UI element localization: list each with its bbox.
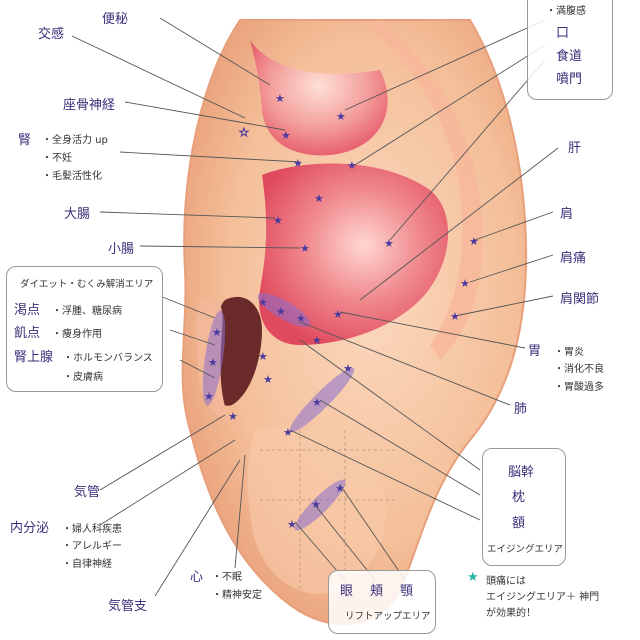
lift-box-title: リフトアップエリア — [345, 611, 431, 622]
label-kikan: 気管 — [74, 485, 101, 500]
star: ★ — [314, 192, 324, 205]
star: ★ — [258, 350, 268, 363]
star: ★ — [300, 242, 310, 255]
star: ★ — [384, 237, 394, 250]
label-shin-2: ・精神安定 — [212, 590, 262, 601]
label-jinjosen: 腎上腺 — [14, 350, 54, 365]
note-star-icon: ★ — [467, 570, 479, 585]
label-jin-item-1: ・全身活力 up — [42, 135, 108, 146]
box-lift — [328, 570, 436, 634]
label-hoho: 頬 — [370, 584, 384, 599]
label-manpukukan: ・満腹感 — [546, 6, 586, 17]
label-jin-item-3: ・毛髪活性化 — [42, 171, 102, 182]
aging-box-title: エイジングエリア — [487, 544, 564, 555]
star: ★ — [343, 362, 353, 375]
label-katten-desc: ・浮腫、糖尿病 — [52, 306, 122, 317]
star: ★ — [460, 277, 470, 290]
star: ★ — [312, 334, 322, 347]
label-naibunpitsu-2: ・アレルギー — [62, 541, 122, 552]
star: ★ — [228, 410, 238, 423]
star: ★ — [312, 396, 322, 409]
star: ★ — [450, 310, 460, 323]
label-shin: 心 — [190, 570, 204, 585]
label-kiten: 飢点 — [14, 326, 41, 341]
diet-box-title: ダイエット・むくみ解消エリア — [20, 279, 154, 290]
label-zakotsu: 座骨神経 — [63, 98, 116, 113]
label-gaku: 額 — [512, 516, 526, 531]
zone-inner-canal — [257, 293, 311, 327]
star: ★ — [273, 214, 283, 227]
label-naibunpitsu: 内分泌 — [10, 521, 50, 536]
zone-lift — [294, 479, 346, 531]
star: ★ — [208, 356, 218, 369]
star: ★ — [347, 159, 357, 172]
label-kuchi: 口 — [556, 26, 570, 41]
star: ★ — [276, 305, 286, 318]
zone-aging — [289, 367, 355, 433]
label-shin-1: ・不眠 — [212, 572, 242, 583]
star: ★ — [275, 92, 285, 105]
star: ★ — [336, 110, 346, 123]
star: ★ — [212, 326, 222, 339]
label-jin: 腎 — [18, 133, 32, 148]
zone-diet-vertical — [202, 310, 226, 406]
star: ★ — [258, 296, 268, 309]
star-outline: ★ — [239, 126, 249, 139]
box-diet — [6, 266, 163, 392]
label-kiten-desc: ・痩身作用 — [52, 329, 102, 340]
label-i-1: ・胃炎 — [554, 347, 584, 358]
label-jin-item-2: ・不妊 — [42, 153, 72, 164]
star: ★ — [283, 426, 293, 439]
label-kikanshi: 気管支 — [108, 599, 148, 614]
label-shocho: 小腸 — [108, 242, 135, 257]
label-i: 胃 — [528, 344, 542, 359]
star: ★ — [335, 482, 345, 495]
label-daicho: 大腸 — [64, 207, 91, 222]
star: ★ — [333, 308, 343, 321]
label-katatsu: 肩痛 — [560, 251, 587, 266]
box-aging — [482, 448, 566, 566]
label-benpi: 便秘 — [102, 12, 129, 27]
label-ago: 顎 — [400, 584, 414, 599]
star: ★ — [293, 157, 303, 170]
star: ★ — [469, 235, 479, 248]
label-i-2: ・消化不良 — [554, 364, 604, 375]
label-hifubyo: ・皮膚病 — [63, 372, 103, 383]
star: ★ — [281, 129, 291, 142]
upper-fossa — [250, 40, 388, 156]
label-i-3: ・胃酸過多 — [554, 382, 604, 393]
label-nokan: 脳幹 — [508, 465, 535, 480]
label-katakansetsu: 肩関節 — [560, 292, 600, 307]
star: ★ — [296, 312, 306, 325]
label-kan: 肝 — [568, 141, 582, 156]
concha — [259, 163, 449, 345]
zones — [202, 293, 355, 531]
label-kata: 肩 — [560, 207, 574, 222]
star: ★ — [204, 390, 214, 403]
label-hai: 肺 — [514, 402, 528, 417]
note-line-1: 頭痛には — [486, 576, 526, 587]
label-makura: 枕 — [512, 490, 526, 505]
label-jinjosen-desc: ・ホルモンバランス — [63, 353, 153, 364]
label-naibunpitsu-1: ・婦人科疾患 — [62, 524, 122, 535]
label-me: 眼 — [340, 584, 354, 599]
note-line-2: エイジングエリア＋ 神門 — [486, 592, 600, 603]
label-kosan: 交感 — [38, 27, 65, 42]
acupoint-stars: ★ ★ ★ ★ ★ ★ ★ ★ ★ ★ ★ ★ ★ ★ ★ ★ ★ ★ ★ ★ … — [204, 92, 479, 531]
label-funmon: 噴門 — [556, 72, 583, 87]
label-katten: 渇点 — [14, 303, 41, 318]
star: ★ — [263, 373, 273, 386]
star: ★ — [287, 518, 297, 531]
label-naibunpitsu-3: ・自律神経 — [62, 559, 112, 570]
box-top-right — [527, 0, 613, 100]
note-line-3: が効果的！ — [486, 608, 536, 619]
scapha — [370, 20, 483, 360]
ear-canal — [214, 296, 262, 406]
star: ★ — [311, 498, 321, 511]
label-shokudo: 食道 — [556, 49, 583, 64]
